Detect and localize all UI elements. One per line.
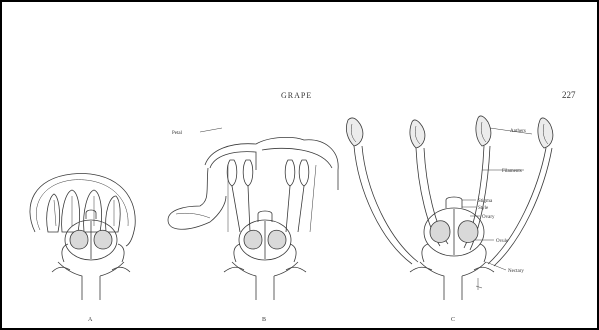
flower-c-anther-1 [346,118,362,146]
label-petal: Petal [172,131,183,136]
panel-label-c: C [451,317,455,323]
flower-b [168,128,338,300]
flower-c-anther-4 [538,118,553,148]
label-nectary: Nectary [508,269,524,274]
label-ovule: Ovule [496,239,509,244]
flower-c-stigma [446,197,462,208]
flower-b-cap [205,137,338,190]
label-filaments: Filaments [502,169,522,174]
label-style: Style [478,206,489,211]
label-stigma: Stigma [478,199,493,204]
panel-label-a: A [88,317,93,323]
flower-b-petal-flap [168,168,226,229]
flower-c-anther-3 [476,116,491,146]
label-anthers: Anthers [510,129,526,134]
panel-label-b: B [262,317,266,323]
flower-c-filaments [354,146,552,266]
flower-c-anther-2 [410,120,425,148]
flower-b-stamens [227,160,309,186]
label-ovary: Ovary [482,215,495,220]
flower-a [30,174,135,300]
